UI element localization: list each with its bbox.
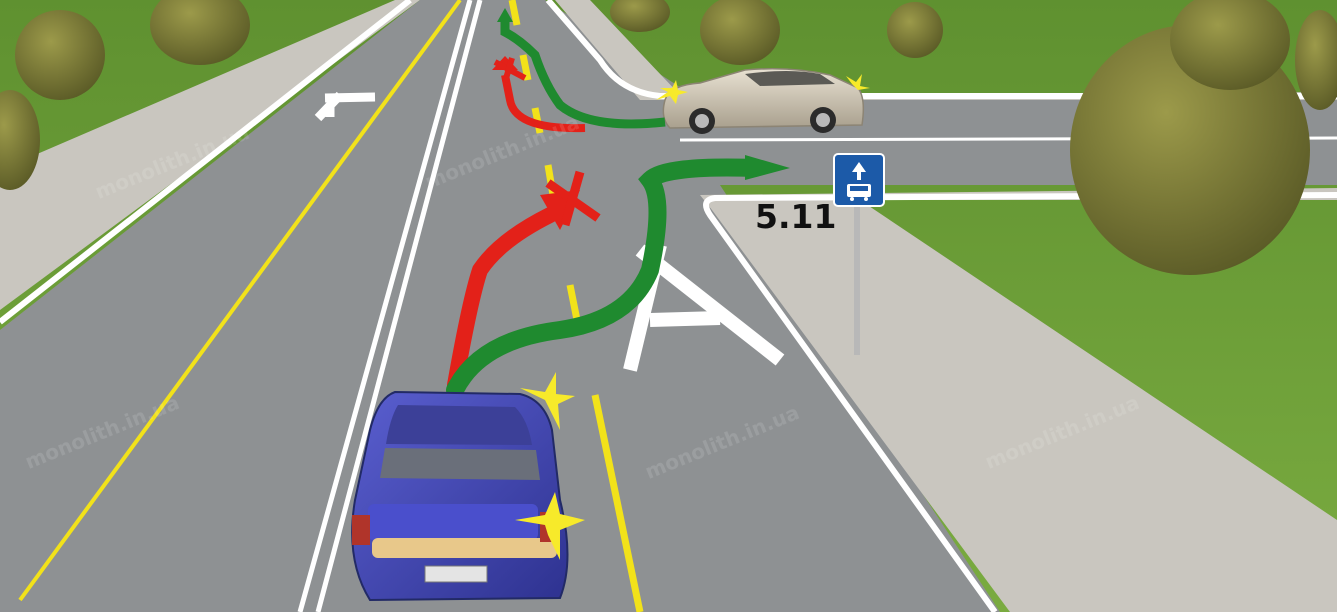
allowed-path-lower-head (745, 155, 790, 180)
center-line-1 (297, 0, 473, 612)
right-edge-line-lower (703, 192, 1337, 612)
tree-right-edge (1295, 10, 1337, 110)
silver-car (656, 68, 870, 134)
allowed-path-lower (446, 158, 764, 399)
tree-left-2 (150, 0, 250, 65)
tree-right-large (1070, 0, 1310, 275)
bus-lane-sign (833, 153, 885, 355)
allowed-path-upper (500, 20, 666, 129)
forbidden-cross-icon (493, 57, 527, 83)
tree-left-1 (15, 10, 105, 100)
tree-top-2 (887, 2, 943, 58)
yellow-line-left (18, 0, 462, 602)
left-edge-line (0, 0, 412, 325)
forbidden-path-upper (501, 74, 586, 133)
forbidden-path-lower (447, 207, 558, 393)
blue-car (351, 372, 585, 602)
tree-top-3 (610, 0, 670, 32)
upper-lane-letter-marking (314, 91, 376, 122)
tree-left-3 (0, 90, 40, 190)
forbidden-cross-icon (545, 170, 601, 227)
bus-lane-sign-icon (847, 162, 871, 201)
allowed-path-upper-head (497, 8, 513, 22)
sign-code-label: 5.11 (755, 197, 837, 236)
turn-signal-flash-icon (656, 80, 688, 104)
center-line-2 (315, 0, 483, 612)
turn-signal-flash-icon (515, 492, 585, 560)
turn-signal-flash-icon (846, 74, 870, 90)
tree-top-1 (700, 0, 780, 65)
turn-signal-flash-icon (520, 372, 575, 430)
right-edge-line-upper (545, 0, 1337, 99)
